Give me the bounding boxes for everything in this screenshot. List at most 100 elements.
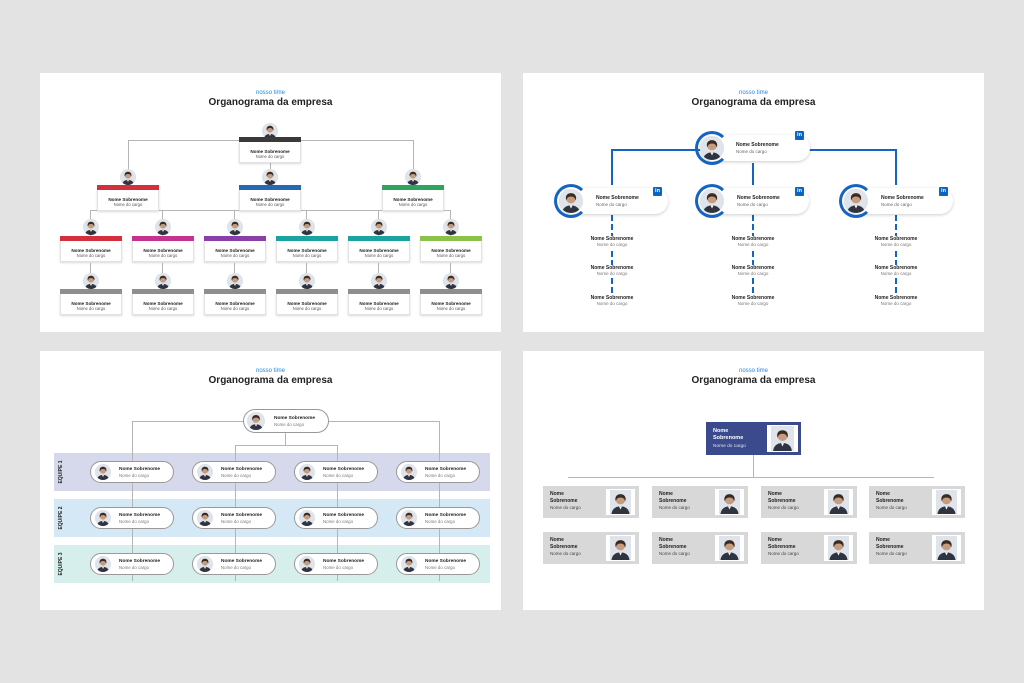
slide-4-grid: nosso time Organograma da empresa Nome S…: [523, 351, 984, 610]
member-card[interactable]: Nome Sobrenome Nome do cargo: [420, 236, 482, 262]
avatar: [610, 490, 631, 514]
member-card[interactable]: Nome Sobrenome Nome do cargo: [348, 289, 410, 315]
member-card[interactable]: Nome Sobrenome Nome do cargo: [60, 289, 122, 315]
connector: [895, 215, 897, 307]
top-card[interactable]: Nome Sobrenome Nome do cargo: [706, 422, 801, 455]
job-title: Nome do cargo: [119, 473, 150, 478]
job-title: Nome do cargo: [768, 505, 799, 510]
slide-subtitle: nosso time: [255, 90, 285, 96]
card-color-bar: [348, 289, 410, 294]
person-name: Nome Sobrenome: [359, 248, 399, 253]
person-name: Nome Sobrenome: [287, 248, 327, 253]
job-title: Nome do cargo: [737, 301, 769, 306]
avatar: [197, 510, 213, 526]
manager-card[interactable]: Nome Sobrenome Nome do cargo: [239, 185, 301, 211]
avatar: [227, 219, 243, 235]
person-name: Nome Sobrenome: [143, 248, 183, 253]
job-title: Nome do cargo: [364, 306, 394, 311]
person-name: Nome Sobrenome: [119, 513, 161, 518]
avatar: [828, 536, 849, 560]
member-card[interactable]: Nome Sobrenome Nome do cargo: [276, 289, 338, 315]
avatar: [120, 169, 136, 185]
job-title: Nome do cargo: [596, 271, 628, 276]
manager-card[interactable]: Nome Sobrenome Nome do cargo: [382, 185, 444, 211]
job-title: Nome do cargo: [221, 565, 252, 570]
job-title: Nome do cargo: [880, 271, 912, 276]
linkedin-icon[interactable]: in: [653, 187, 662, 196]
member-label: Nome Sobrenome Nome do cargo: [577, 295, 647, 307]
member-card[interactable]: Nome Sobrenome Nome do cargo: [60, 236, 122, 262]
job-title: Nome do cargo: [550, 505, 581, 510]
team-label: EQUIPE 2: [58, 506, 64, 530]
job-title: Nome do cargo: [292, 253, 322, 258]
member-label: Nome Sobrenome Nome do cargo: [718, 236, 788, 248]
avatar: [299, 219, 315, 235]
top-card[interactable]: Nome Sobrenome Nome do cargo: [239, 137, 301, 163]
person-name: Nome Sobrenome: [425, 513, 467, 518]
avatar: [299, 273, 315, 289]
job-title: Nome do cargo: [880, 301, 912, 306]
slide-1-hierarchy: nosso time Organograma da empresa Nome S…: [40, 73, 501, 332]
job-title: Nome do cargo: [274, 422, 305, 427]
card-color-bar: [239, 185, 301, 190]
person-name: Nome Sobrenome: [250, 197, 290, 202]
job-title: Nome do cargo: [736, 149, 767, 154]
linkedin-icon[interactable]: in: [795, 187, 804, 196]
member-card[interactable]: Nome Sobrenome Nome do cargo: [132, 289, 194, 315]
job-title: Nome do cargo: [768, 551, 799, 556]
member-card[interactable]: Nome Sobrenome Nome do cargo: [420, 289, 482, 315]
member-card[interactable]: Nome Sobrenome Nome do cargo: [132, 236, 194, 262]
job-title: Nome do cargo: [737, 242, 769, 247]
member-card[interactable]: Nome Sobrenome Nome do cargo: [348, 236, 410, 262]
photo-frame: [715, 489, 744, 515]
person-name: Nome Sobrenome: [71, 248, 111, 253]
card-color-bar: [420, 236, 482, 241]
avatar: [719, 490, 740, 514]
person-name: Nome Sobrenome: [874, 295, 918, 301]
job-title: Nome do cargo: [880, 242, 912, 247]
avatar: [700, 136, 724, 160]
job-title: Nome do cargo: [220, 306, 250, 311]
job-title: Nome do cargo: [398, 202, 428, 207]
member-card[interactable]: Nome Sobrenome Nome do cargo: [276, 236, 338, 262]
manager-card[interactable]: Nome Sobrenome Nome do cargo: [97, 185, 159, 211]
photo-frame: [606, 535, 635, 561]
avatar: [719, 536, 740, 560]
member-card[interactable]: Nome Sobrenome Nome do cargo: [204, 236, 266, 262]
job-title: Nome do cargo: [113, 202, 143, 207]
connector: [285, 433, 286, 445]
person-name: Nome Sobrenome: [119, 467, 161, 472]
avatar: [610, 536, 631, 560]
linkedin-icon[interactable]: in: [795, 131, 804, 140]
linkedin-icon[interactable]: in: [939, 187, 948, 196]
member-card[interactable]: Nome Sobrenome Nome do cargo: [204, 289, 266, 315]
connector: [568, 477, 934, 478]
job-title: Nome do cargo: [148, 306, 178, 311]
person-name: Nome Sobrenome: [323, 467, 365, 472]
avatar: [828, 490, 849, 514]
avatar: [299, 510, 315, 526]
card-color-bar: [204, 236, 266, 241]
